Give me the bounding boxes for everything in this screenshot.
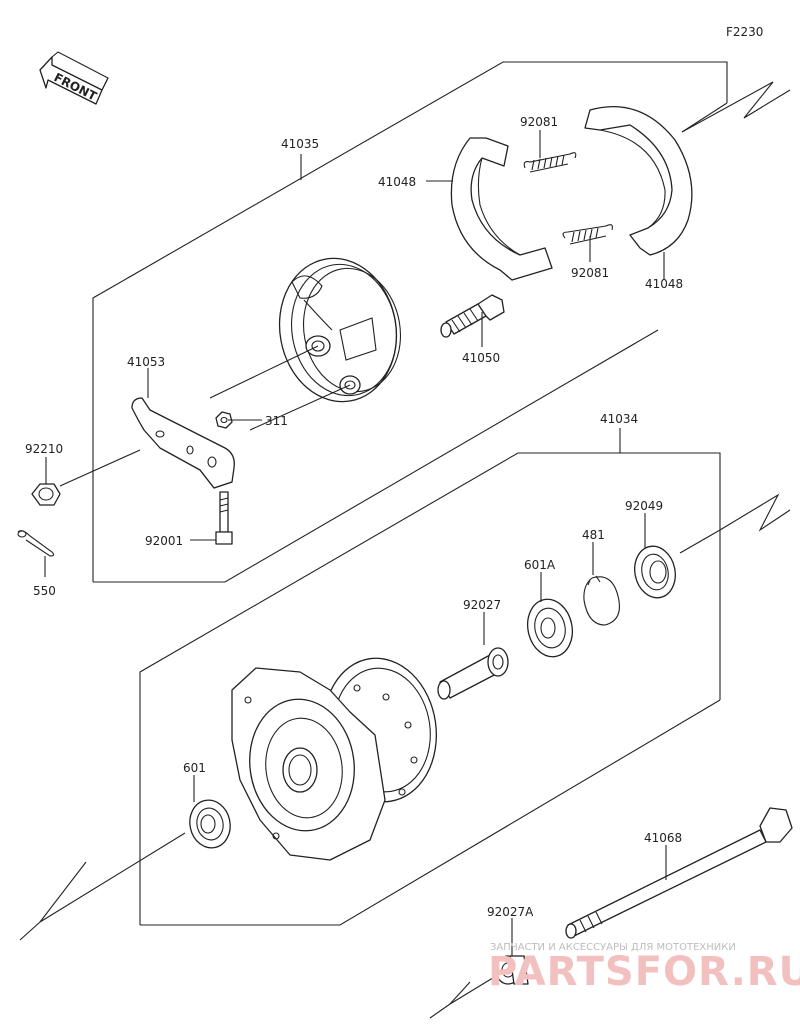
part-label-41053[interactable]: 41053 [127,355,165,369]
spring-upper [523,152,577,173]
spacer-92027A [495,955,529,985]
part-label-41050[interactable]: 41050 [462,351,500,365]
nut-92210 [31,483,61,506]
wheel-hub [231,657,438,861]
front-label: FRONT [52,70,100,104]
part-label-92001[interactable]: 92001 [145,534,183,548]
bolt-92001 [215,491,233,545]
figure-code: F2230 [726,25,763,39]
part-label-92027[interactable]: 92027 [463,598,501,612]
part-label-41068[interactable]: 41068 [644,831,682,845]
seal-92049 [634,545,676,599]
spring-lower [562,224,613,245]
part-label-92027A[interactable]: 92027A [487,905,534,919]
cotter-pin-550 [17,530,55,557]
spacer-92027 [437,647,509,700]
part-labels: 41035 41048 41048 92081 92081 41050 4105… [25,115,683,919]
camshaft [440,294,505,338]
front-arrow-icon: FRONT [39,51,109,105]
part-label-41048-left[interactable]: 41048 [378,175,416,189]
group-outline-41035 [92,61,791,583]
brake-panel [278,257,402,403]
axle-41068 [565,807,793,939]
group-outline-41034 [139,428,791,926]
brake-shoe-left [450,137,553,281]
part-label-311[interactable]: 311 [265,414,288,428]
watermark-tagline: ЗАПЧАСТИ И АКСЕССУАРЫ ДЛЯ МОТОТЕХНИКИ [490,942,736,953]
part-label-41035[interactable]: 41035 [281,137,319,151]
part-label-92081-upper[interactable]: 92081 [520,115,558,129]
brake-shoe-right [584,106,693,256]
part-label-41034[interactable]: 41034 [600,412,638,426]
bearing-601A [527,598,573,658]
nut-311 [215,411,233,429]
part-label-92049[interactable]: 92049 [625,499,663,513]
part-label-550[interactable]: 550 [33,584,56,598]
circlip-481 [583,575,620,626]
part-label-601[interactable]: 601 [183,761,206,775]
watermark: ЗАПЧАСТИ И АКСЕССУАРЫ ДЛЯ МОТОТЕХНИКИ PA… [488,942,800,995]
part-label-481[interactable]: 481 [582,528,605,542]
part-label-41048-right[interactable]: 41048 [645,277,683,291]
part-label-92081-lower[interactable]: 92081 [571,266,609,280]
brake-lever [131,397,235,489]
part-label-92210[interactable]: 92210 [25,442,63,456]
watermark-brand: PARTSFOR.RU [488,949,800,995]
part-label-601A[interactable]: 601A [524,558,556,572]
bearing-601 [189,799,231,849]
leader-lines [44,130,667,956]
